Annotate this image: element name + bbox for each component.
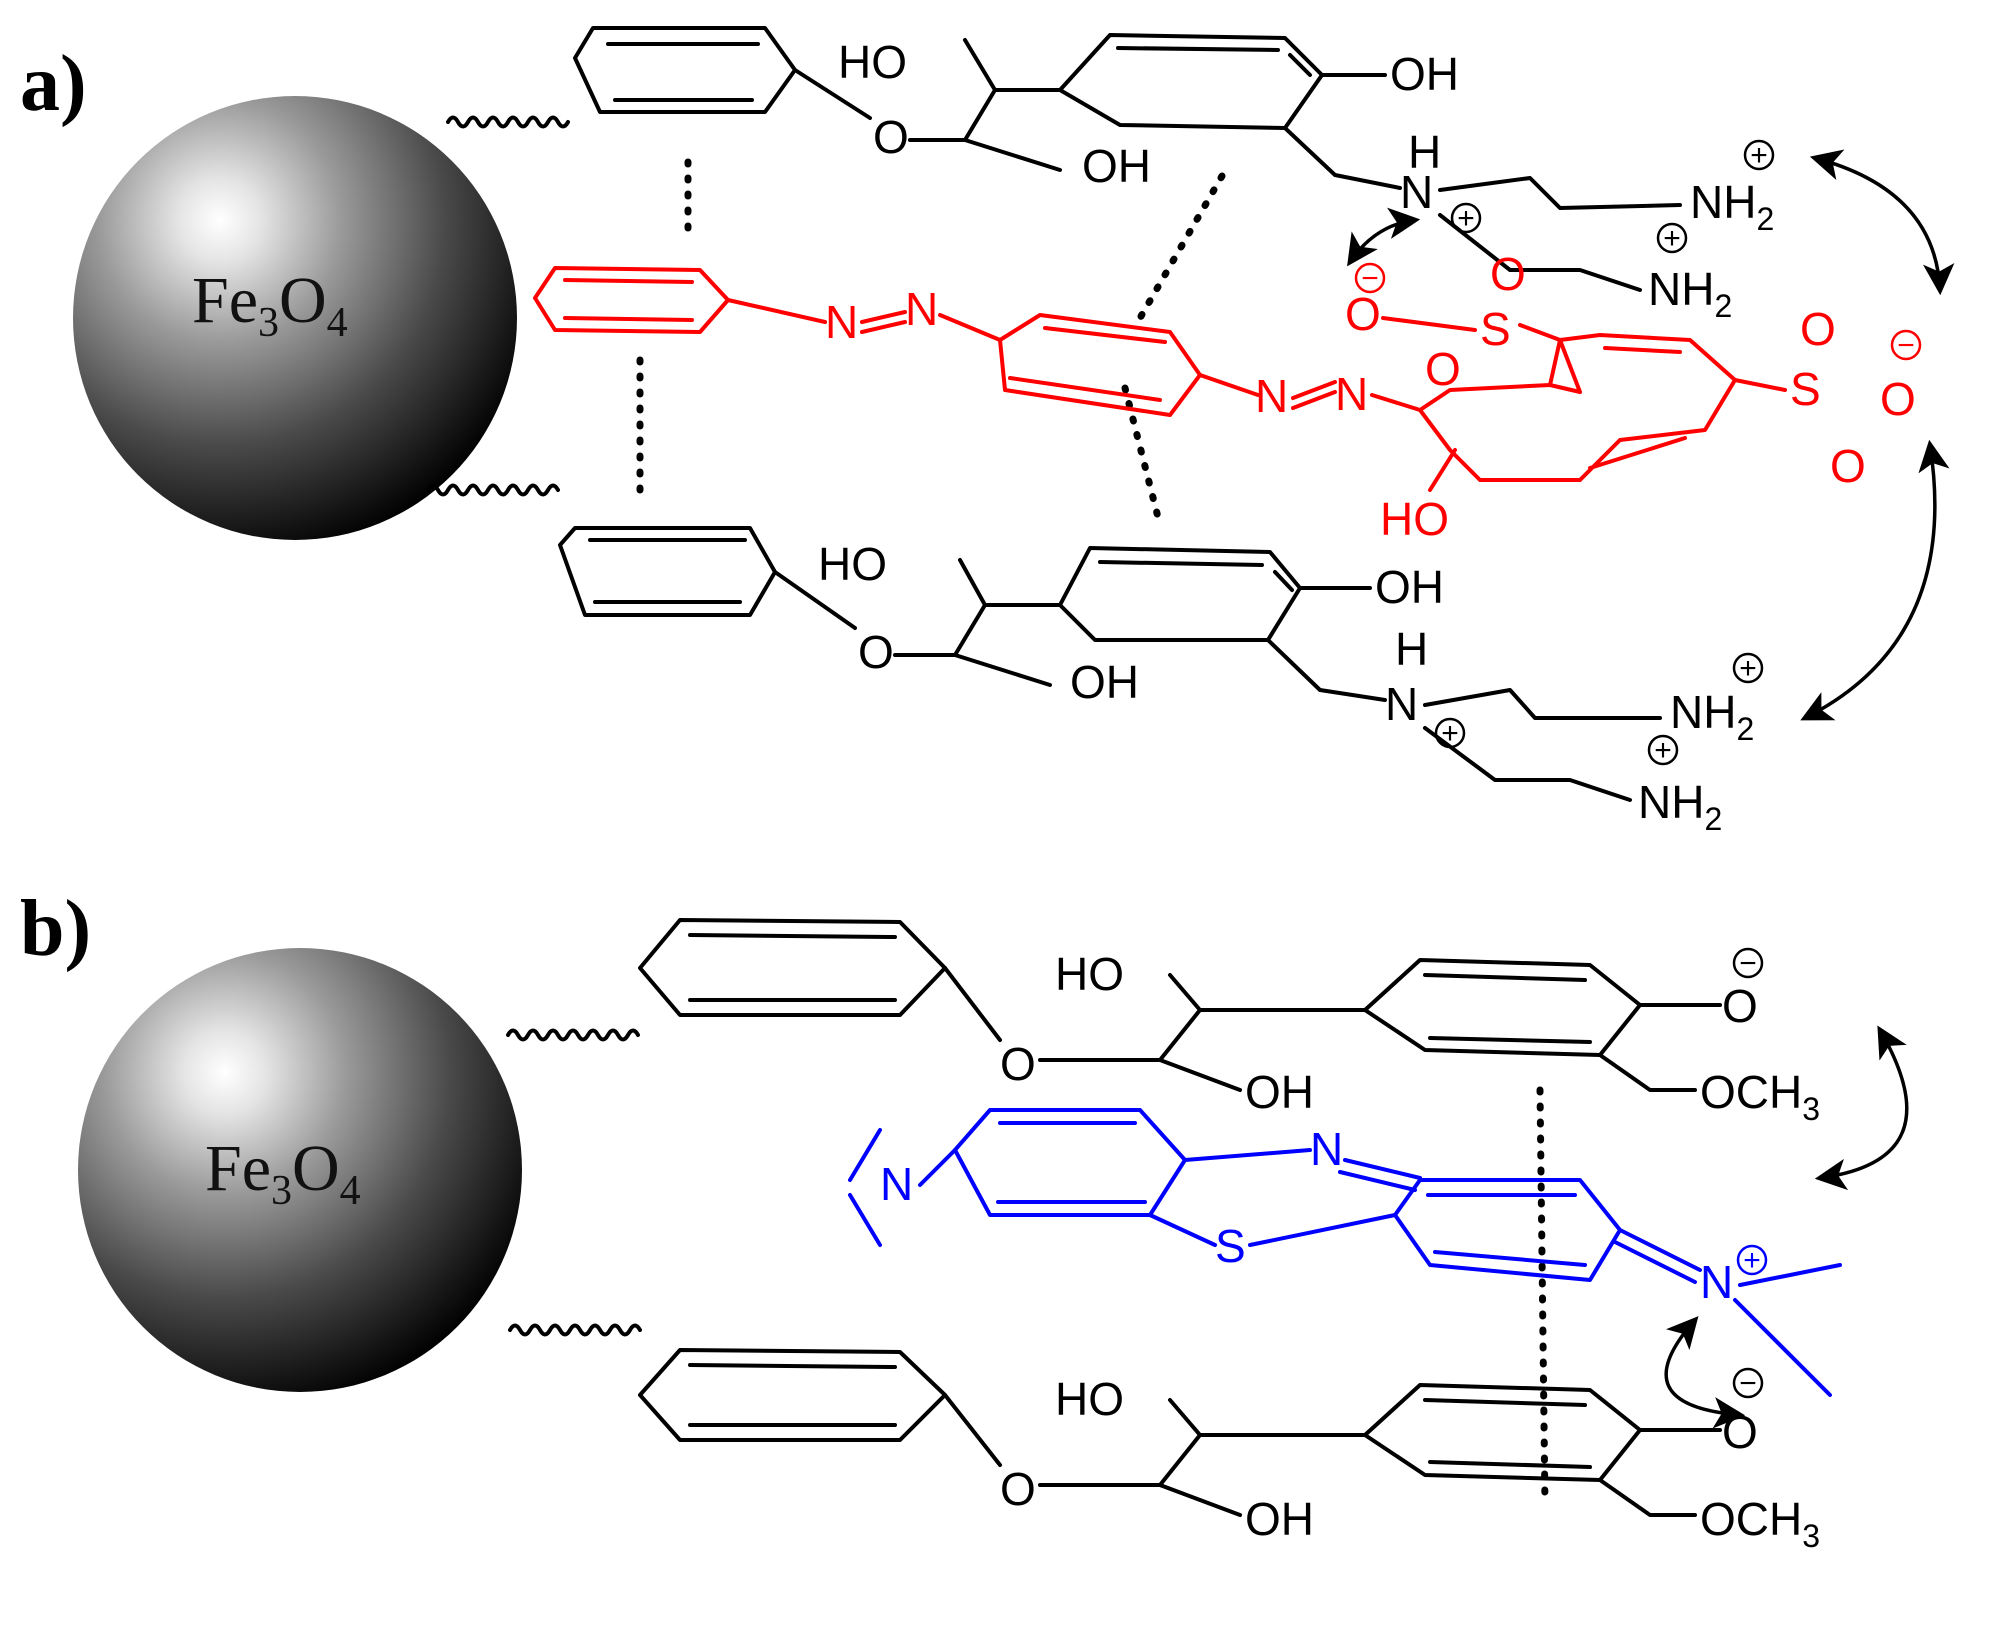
sulfonate-o-2c-a: O	[1830, 440, 1866, 492]
hydroxyl-phenol-top-a: OH	[1390, 48, 1459, 100]
hydroxyl-bottom-b: OH	[1245, 1493, 1314, 1545]
hydroxyl-left-bottom-b: HO	[1055, 1373, 1124, 1425]
electrostatic-arrow	[1809, 149, 1955, 296]
panel-b-label: b)	[20, 885, 91, 973]
svg-text:+: +	[1750, 139, 1768, 172]
ammonium-n-bottom-a: N	[1385, 678, 1418, 730]
linker-wavy-top-a	[446, 115, 570, 129]
guest-center-ring-a	[998, 313, 1202, 417]
hydroxyl-phenol-bottom-a: OH	[1375, 561, 1444, 613]
phenyl-ring-top-a	[573, 26, 797, 114]
panel-a: a) Fe3O4 O OH HO OH H N + NH2 +	[20, 26, 1955, 837]
linker-wavy-bottom-b	[508, 1323, 642, 1337]
ether-o-bottom-b: O	[1000, 1463, 1036, 1515]
phenyl-ring-bottom-a	[558, 526, 777, 617]
azo-n-2-a: N	[905, 283, 938, 335]
plus-charge-icon	[1647, 734, 1679, 766]
amine-n-b: N	[880, 1158, 913, 1210]
phenyl-ring-bottom-b	[638, 1348, 947, 1442]
phenol-ring-top-b	[1363, 958, 1642, 1057]
ammonium-h-bottom-a: H	[1395, 623, 1428, 675]
hydroxyl-guest-a: HO	[1380, 493, 1449, 545]
phenol-ring-bottom-b	[1363, 1383, 1642, 1482]
nh2-lower-top-a: NH2	[1648, 263, 1732, 324]
guest-right-ring-b	[1393, 1178, 1622, 1282]
svg-text:−: −	[1739, 947, 1757, 980]
svg-text:+: +	[1663, 222, 1681, 255]
ether-o-top-b: O	[1000, 1038, 1036, 1090]
phenoxide-o-top-b: O	[1722, 980, 1758, 1032]
phenol-ring-bottom-a	[1058, 546, 1302, 642]
hydroxyl-left-bottom-a: HO	[818, 538, 887, 590]
plus-charge-icon	[1656, 222, 1688, 254]
panel-b: b) Fe3O4 O OH HO O − OCH3 O	[20, 885, 1909, 1554]
fe3o4-nanoparticle-b	[78, 948, 522, 1392]
host-molecule-top-a: O OH HO OH H N + NH2 + NH2 +	[446, 26, 1775, 324]
fe3o4-label-a: Fe3O4	[192, 264, 348, 346]
hydroxyl-top-b: OH	[1245, 1066, 1314, 1118]
minus-charge-icon	[1890, 329, 1922, 361]
phenol-ring-top-a	[1058, 33, 1324, 130]
methoxy-top-b: OCH3	[1700, 1066, 1820, 1127]
plus-charge-icon	[1450, 202, 1482, 234]
ring-s-b: S	[1215, 1220, 1246, 1272]
svg-text:+: +	[1457, 202, 1475, 235]
phenyl-ring-top-b	[638, 918, 947, 1017]
sulfonate-s-2-a: S	[1790, 363, 1821, 415]
plus-charge-icon	[1736, 1244, 1768, 1276]
linker-wavy-bottom-a	[426, 483, 560, 497]
sulfonate-o-1b-a: O	[1425, 343, 1461, 395]
sulfonate-o-2b-a: O	[1880, 373, 1916, 425]
electrostatic-arrow	[1800, 439, 1950, 721]
pi-stacking-dots	[1136, 172, 1226, 322]
hydroxyl-left-top-a: HO	[838, 36, 907, 88]
panel-a-label: a)	[20, 40, 87, 128]
electrostatic-arrow	[1347, 207, 1421, 267]
iminium-n-b: N	[1700, 1256, 1733, 1308]
sulfonate-o-2a-a: O	[1800, 303, 1836, 355]
minus-charge-icon	[1732, 947, 1764, 979]
nh2-upper-top-a: NH2	[1690, 176, 1774, 237]
sulfonate-o-1a-a: O	[1490, 248, 1526, 300]
svg-text:+: +	[1654, 734, 1672, 767]
sulfonate-s-1-a: S	[1480, 303, 1511, 355]
ammonium-h-top-a: H	[1408, 126, 1441, 178]
host-molecule-bottom-b: O OH HO O − OCH3	[508, 1323, 1820, 1554]
azo-n-1-a: N	[825, 296, 858, 348]
hydroxyl-bottom-a: OH	[1070, 656, 1139, 708]
hydroxyl-top-a: OH	[1082, 140, 1151, 192]
azo-n-3-a: N	[1255, 370, 1288, 422]
svg-text:−: −	[1361, 262, 1379, 295]
methoxy-bottom-b: OCH3	[1700, 1493, 1820, 1554]
pi-stacking-dots	[1536, 1086, 1549, 1509]
electrostatic-arrow	[1664, 1316, 1746, 1429]
ether-o-bottom-a: O	[858, 626, 894, 678]
fe3o4-nanoparticle-a	[73, 96, 517, 540]
nh2-lower-bottom-a: NH2	[1638, 776, 1722, 837]
host-molecule-top-b: O OH HO O − OCH3	[506, 918, 1820, 1127]
guest-phenyl-ring-a	[533, 266, 730, 334]
ammonium-n-top-a: N	[1400, 166, 1433, 218]
host-molecule-bottom-a: O OH HO OH H N + NH2 + NH2 +	[426, 483, 1764, 837]
svg-text:−: −	[1739, 1367, 1757, 1400]
svg-text:−: −	[1897, 329, 1915, 362]
svg-text:+: +	[1739, 652, 1757, 685]
plus-charge-icon	[1732, 652, 1764, 684]
svg-text:+: +	[1743, 1244, 1761, 1277]
ring-n-b: N	[1310, 1123, 1343, 1175]
plus-charge-icon	[1743, 139, 1775, 171]
fe3o4-label-b: Fe3O4	[205, 1132, 361, 1214]
nh2-upper-bottom-a: NH2	[1670, 686, 1754, 747]
electrostatic-arrow	[1814, 1025, 1909, 1191]
linker-wavy-top-b	[506, 1028, 640, 1042]
guest-dye-b: N N S N +	[848, 1108, 1842, 1397]
guest-naphthalene-a	[1418, 333, 1737, 482]
hydroxyl-left-top-b: HO	[1055, 948, 1124, 1000]
guest-left-ring-b	[953, 1108, 1187, 1217]
azo-n-4-a: N	[1335, 368, 1368, 420]
ether-o-top-a: O	[873, 111, 909, 163]
sulfonate-o-1c-a: O	[1345, 288, 1381, 340]
